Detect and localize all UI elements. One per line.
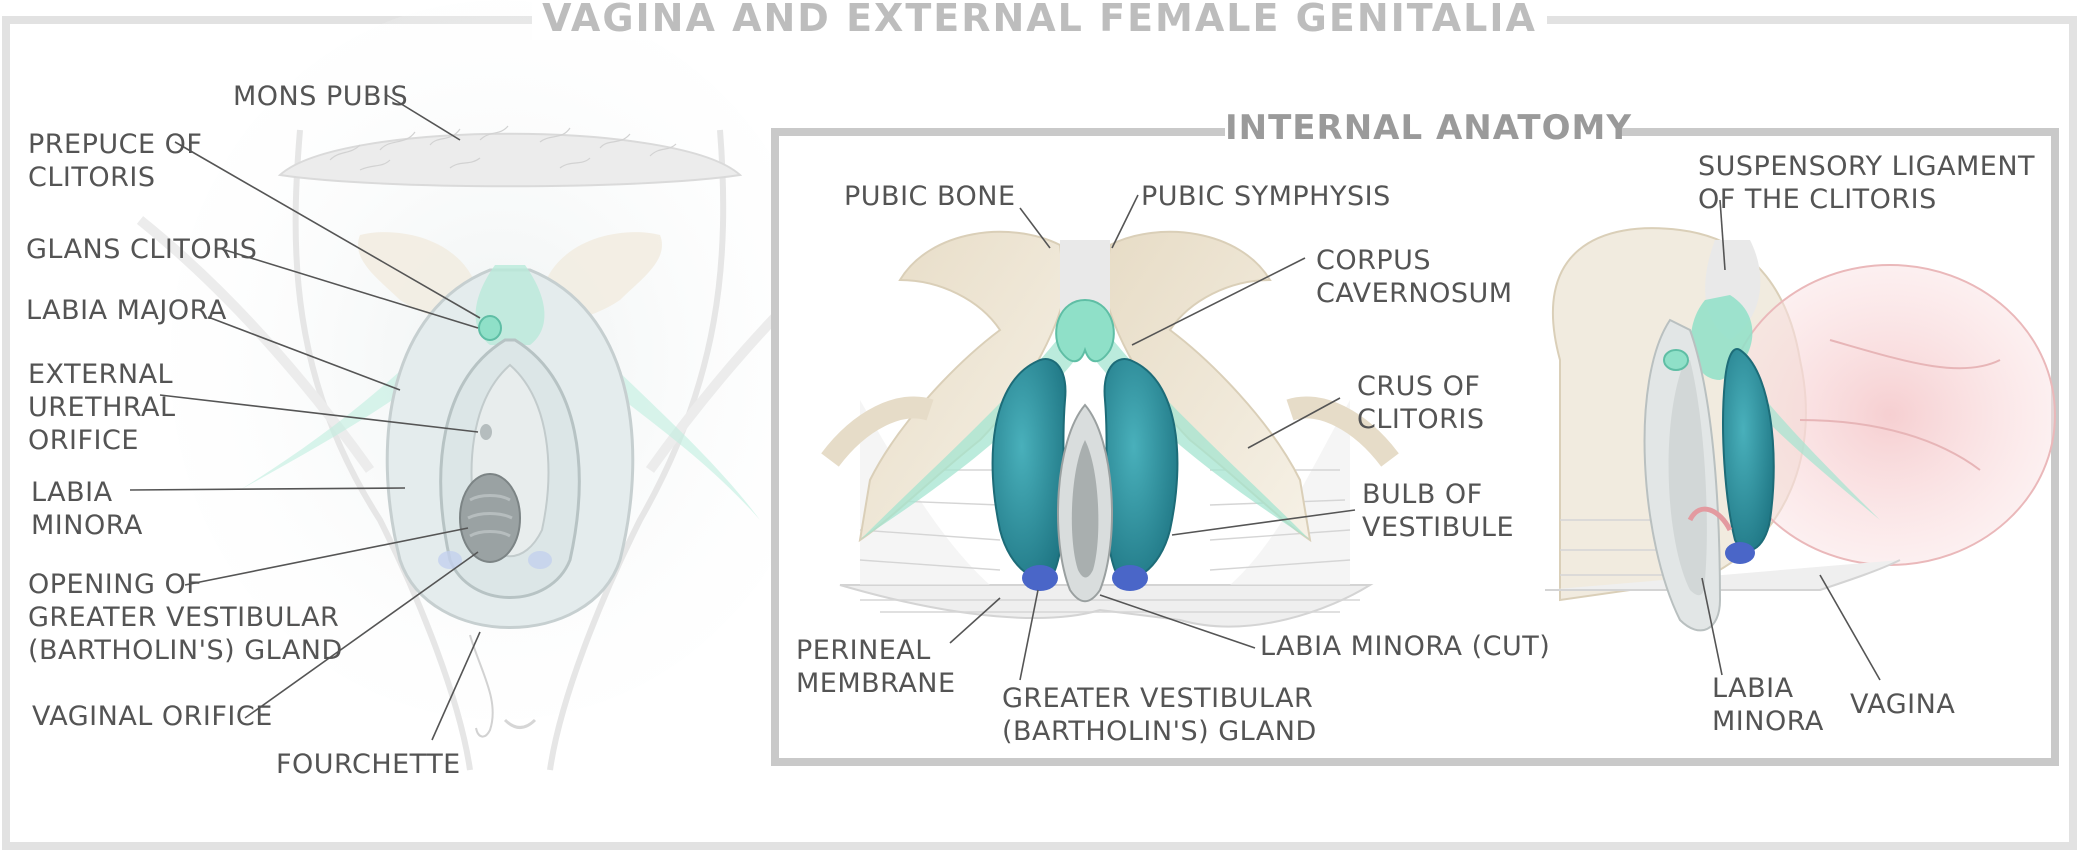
inset-side-drawing (1545, 227, 2056, 632)
label-pubic-bone: PUBIC BONE (844, 181, 1016, 212)
corpus-cavernosum (1055, 298, 1115, 363)
label-vaginal-orifice: VAGINAL ORIFICE (32, 701, 273, 732)
side-bulb (1722, 348, 1775, 552)
label-glans-clitoris: GLANS CLITORIS (26, 234, 258, 265)
external-view-drawing (136, 0, 884, 771)
vaginal-orifice-shape (459, 473, 521, 563)
page-title: VAGINA AND EXTERNAL FEMALE GENITALIA (0, 0, 2079, 40)
inset-leader-lines (949, 194, 1881, 681)
label-labia-majora: LABIA MAJORA (26, 295, 227, 326)
label-labia-minora-cut: LABIA MINORA (CUT) (1260, 631, 1551, 662)
label-mons-pubis: MONS PUBIS (233, 81, 409, 112)
inset-center-drawing (821, 230, 1399, 628)
label-fourchette: FOURCHETTE (276, 749, 461, 780)
label-vagina: VAGINA (1850, 689, 1956, 720)
label-greater-vestibular-gland: GREATER VESTIBULAR(BARTHOLIN'S) GLAND (1002, 683, 1317, 747)
label-pubic-symphysis: PUBIC SYMPHYSIS (1141, 181, 1391, 212)
left-leader-lines (129, 93, 481, 741)
glans-clitoris-shape (478, 315, 502, 341)
mons-pubis-shape (277, 132, 743, 188)
gland-right (1112, 565, 1148, 591)
gland-left (1022, 565, 1058, 591)
inset-title: INTERNAL ANATOMY (1225, 108, 1632, 148)
